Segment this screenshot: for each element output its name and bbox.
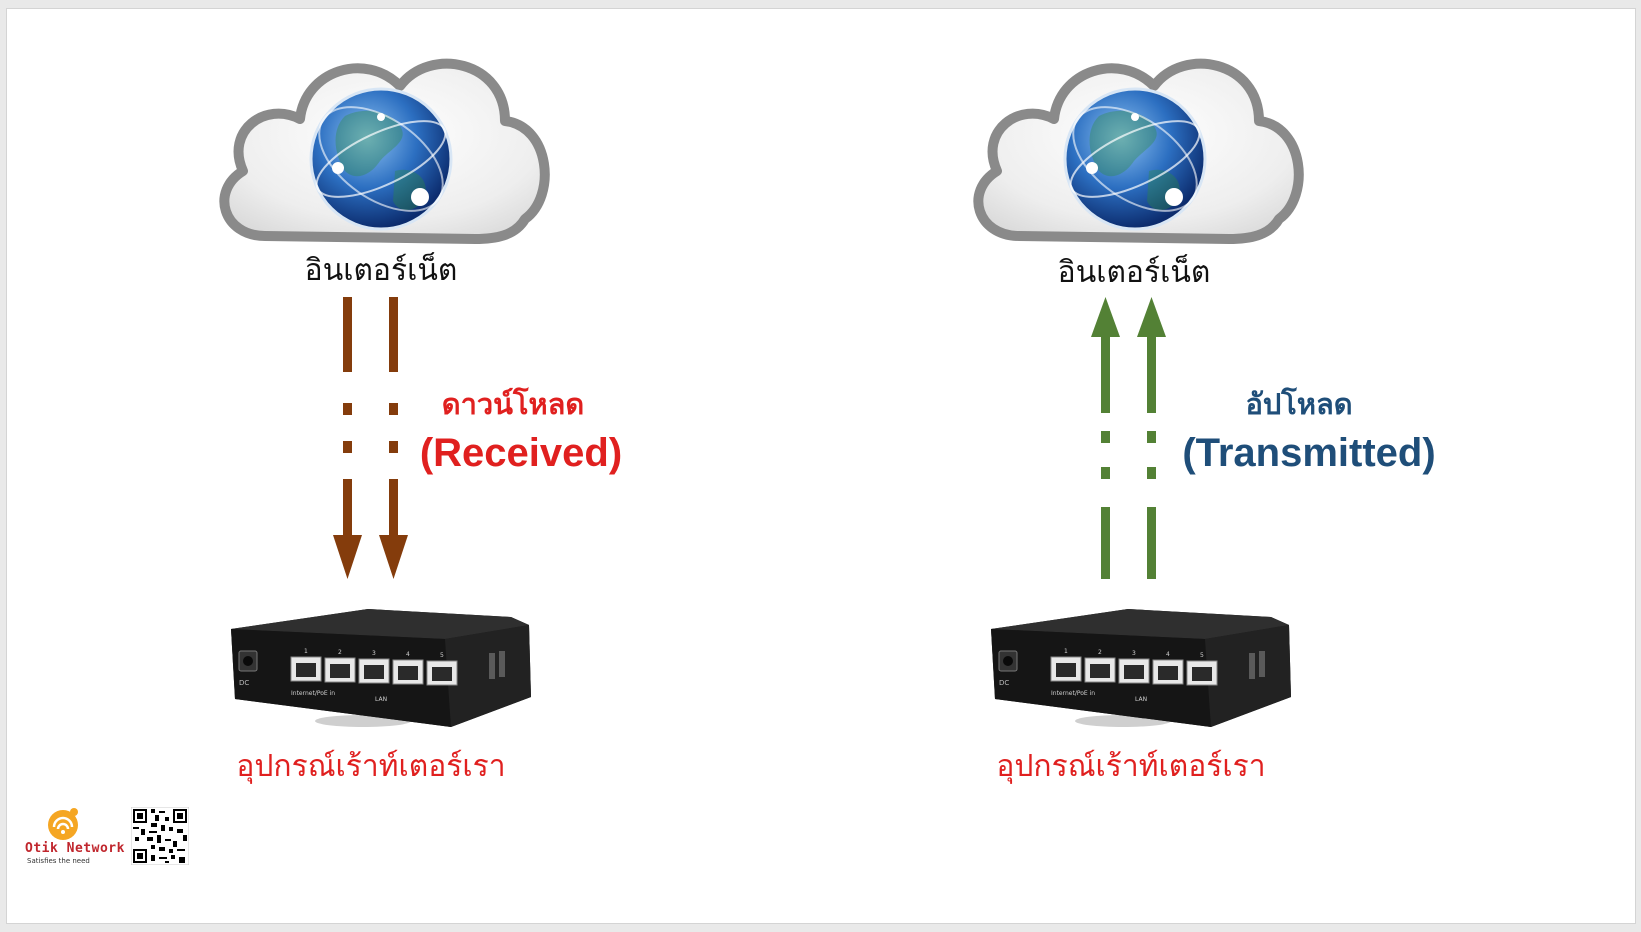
port-number-3: 3 (372, 650, 376, 657)
port-number-1: 1 (304, 648, 308, 655)
globe-icon (309, 87, 453, 231)
logo-name: Otik Network (25, 841, 125, 856)
cloud-label-right: อินเตอร์เน็ต (1057, 255, 1211, 290)
port-number-4: 4 (406, 651, 410, 658)
port-number-3: 3 (1132, 650, 1136, 657)
router-device-left: DC 1 2 3 4 5 Internet/PoE in LAN (231, 609, 531, 727)
router-device-right: DC 1 2 3 4 5 Internet/PoE in LAN (991, 609, 1291, 727)
dc-caption: DC (239, 679, 249, 687)
globe-icon (1063, 87, 1207, 231)
port-number-5: 5 (1200, 652, 1204, 659)
upload-arrow-2 (1137, 297, 1166, 579)
received-label: (Received) (419, 431, 623, 475)
ethernet-ports (1050, 656, 1218, 686)
port-number-4: 4 (1166, 651, 1170, 658)
dc-port (998, 650, 1018, 672)
qr-code (131, 807, 189, 865)
internet-cloud-right (973, 58, 1304, 244)
download-arrow-1 (333, 297, 362, 579)
router-label-left: อุปกรณ์เร้าท์เตอร์เรา (236, 749, 506, 784)
port-number-5: 5 (440, 652, 444, 659)
port-number-2: 2 (1098, 649, 1102, 656)
port-caption: Internet/PoE in (1051, 690, 1095, 697)
wifi-logo-icon (48, 808, 78, 840)
otik-network-logo: Otik Network Satisfies the need (25, 807, 124, 867)
dc-port (238, 650, 258, 672)
dc-caption: DC (999, 679, 1009, 687)
internet-cloud-left (219, 58, 550, 244)
port-number-1: 1 (1064, 648, 1068, 655)
router-label-right: อุปกรณ์เร้าท์เตอร์เรา (996, 749, 1266, 784)
port-number-2: 2 (338, 649, 342, 656)
port-caption: Internet/PoE in (291, 690, 335, 697)
upload-arrow-1 (1091, 297, 1120, 579)
download-arrow-2 (379, 297, 408, 579)
download-arrows (333, 297, 408, 579)
logo-tagline: Satisfies the need (27, 857, 90, 865)
lan-caption: LAN (1135, 696, 1147, 703)
upload-arrows (1091, 297, 1166, 579)
lan-caption: LAN (375, 696, 387, 703)
transmitted-label: (Transmitted) (1182, 431, 1436, 475)
upload-label-thai: อัปโหลด (1245, 387, 1353, 421)
slide: อินเตอร์เน็ต ดาวน์โหลด (Received) (6, 8, 1636, 924)
ethernet-ports (290, 656, 458, 686)
cloud-label-left: อินเตอร์เน็ต (304, 253, 458, 288)
download-label-thai: ดาวน์โหลด (441, 387, 585, 421)
